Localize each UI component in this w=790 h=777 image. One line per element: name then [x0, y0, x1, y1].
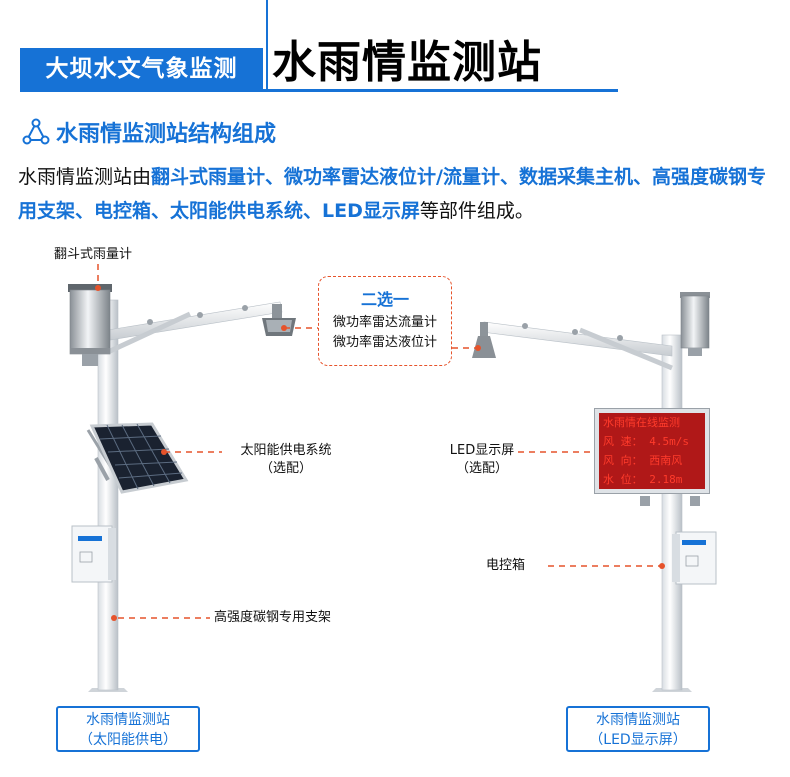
label-rain-gauge: 翻斗式雨量计: [54, 247, 133, 262]
caption-right: 水雨情监测站 （LED显示屏）: [566, 706, 710, 752]
description-paragraph: 水雨情监测站由翻斗式雨量计、微功率雷达液位计/流量计、数据采集主机、高强度碳钢专…: [18, 160, 778, 228]
page-title: 水雨情监测站: [272, 37, 542, 88]
triangle-circles-icon: [22, 118, 50, 145]
rain-gauge-right: [680, 292, 710, 356]
rain-gauge-left: [68, 284, 112, 366]
led-line-4: 水 位： 2.18m: [603, 473, 683, 486]
choose-one-title: 二选一: [360, 290, 409, 309]
label-bracket: 高强度碳钢专用支架: [214, 610, 332, 625]
label-radar-level: 微功率雷达液位计: [332, 335, 437, 350]
caption-right-line1: 水雨情监测站: [596, 712, 680, 728]
leader-lines: [97, 264, 660, 619]
label-solar: 太阳能供电系统: [240, 443, 332, 458]
caption-right-line2: （LED显示屏）: [589, 732, 687, 748]
paragraph-components: 翻斗式雨量计、微功率雷达液位计/流量计、数据采集主机、高强度碳钢专用支架、电控箱…: [18, 166, 766, 222]
led-display: 水雨情在线监测 风 速： 4.5m/s 风 向： 西南风 水 位： 2.18m: [594, 408, 710, 494]
left-station: [68, 284, 296, 692]
choose-one-box: [318, 276, 452, 366]
control-box-right: [672, 531, 717, 585]
label-led: LED显示屏: [449, 443, 515, 458]
label-led-optional: （选配）: [455, 461, 508, 476]
paragraph-pre: 水雨情监测站由: [18, 166, 152, 188]
radar-sensor-right: [472, 322, 496, 358]
section-title: 水雨情监测站结构组成: [56, 122, 277, 147]
header-divider: [266, 0, 268, 91]
led-line-3: 风 向： 西南风: [603, 454, 683, 467]
category-badge: 大坝水文气象监测: [20, 48, 263, 90]
label-solar-optional: （选配）: [259, 461, 312, 476]
caption-left-line2: （太阳能供电）: [79, 732, 177, 748]
caption-left: 水雨情监测站 （太阳能供电）: [56, 706, 200, 752]
label-control-box: 电控箱: [486, 558, 526, 573]
control-box-left: [71, 525, 116, 583]
station-illustration: [68, 264, 717, 692]
title-underline: [20, 89, 618, 92]
led-line-2: 风 速： 4.5m/s: [603, 435, 689, 448]
label-radar-flow: 微功率雷达流量计: [332, 315, 437, 330]
caption-left-line1: 水雨情监测站: [86, 712, 170, 728]
led-line-1: 水雨情在线监测: [603, 416, 680, 429]
solar-panel: [86, 422, 189, 494]
paragraph-post: 等部件组成。: [419, 200, 534, 222]
